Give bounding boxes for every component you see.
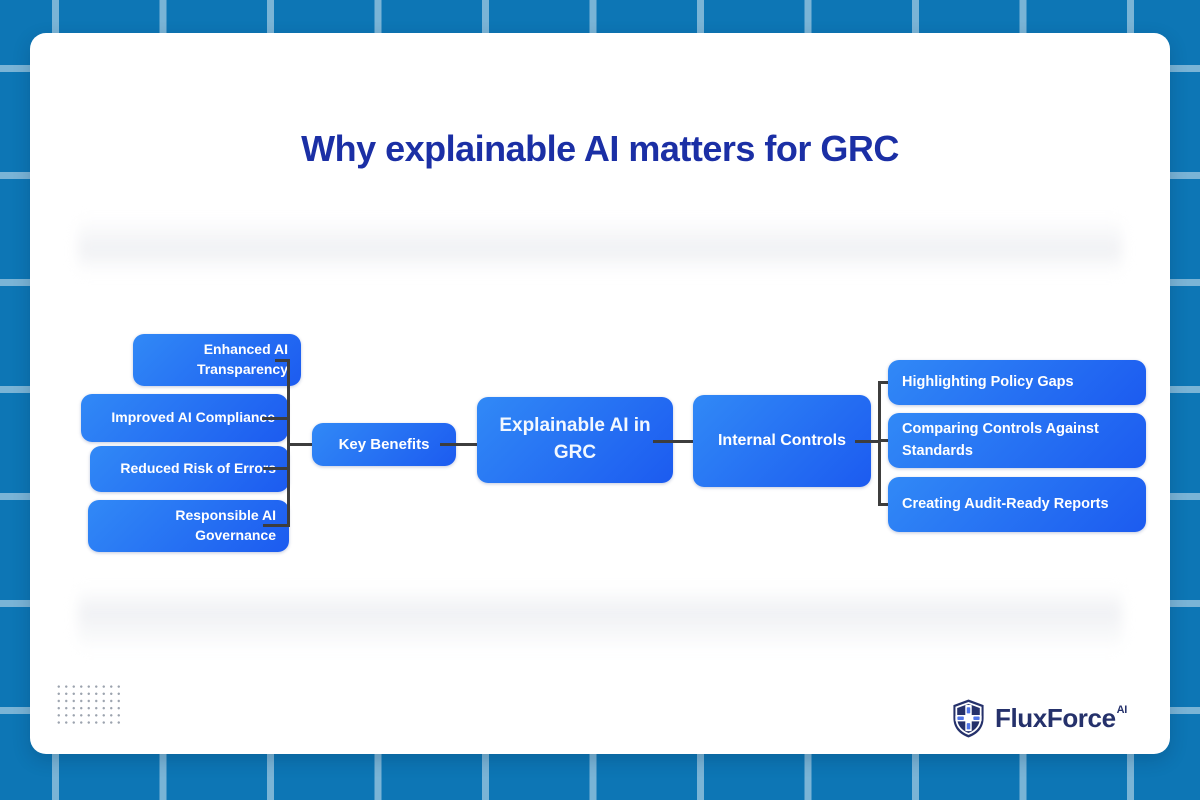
benefit-node-responsible-ai-governance: Responsible AI Governance <box>88 500 289 552</box>
node-label: Responsible AI Governance <box>175 507 276 543</box>
node-label: Improved AI Compliance <box>111 409 275 426</box>
benefit-node-enhanced-ai-transparency: Enhanced AI Transparency <box>133 334 301 386</box>
connector-line <box>855 440 880 443</box>
brand-wordmark: FluxForce AI <box>995 703 1127 734</box>
control-node-highlighting-policy-gaps: Highlighting Policy Gaps <box>888 360 1146 405</box>
connector-line <box>440 443 477 446</box>
node-label: Highlighting Policy Gaps <box>902 373 1074 390</box>
hub-node-internal-controls: Internal Controls <box>693 395 871 487</box>
benefit-node-reduced-risk-of-errors: Reduced Risk of Errors <box>90 446 289 492</box>
control-node-comparing-controls: Comparing Controls Against Standards <box>888 413 1146 468</box>
shield-icon <box>950 698 987 739</box>
connector-line <box>263 524 289 527</box>
node-label: Enhanced AI Transparency <box>196 341 288 377</box>
dot-grid-pattern <box>55 683 123 726</box>
node-label: Creating Audit-Ready Reports <box>902 495 1109 512</box>
connector-line <box>263 467 289 470</box>
node-label: Key Benefits <box>338 436 430 453</box>
connector-line <box>878 439 888 442</box>
control-node-audit-ready-reports: Creating Audit-Ready Reports <box>888 477 1146 532</box>
connector-line <box>275 359 289 362</box>
brand-logo: FluxForce AI <box>950 698 1127 739</box>
connector-line <box>287 443 312 446</box>
connector-line <box>878 381 888 384</box>
page-title: Why explainable AI matters for GRC <box>301 128 899 169</box>
connector-line <box>653 440 693 443</box>
node-label: Explainable AI in GRC <box>499 415 651 463</box>
connector-line <box>878 503 888 506</box>
connector-line <box>262 417 289 420</box>
node-label: Internal Controls <box>717 431 846 449</box>
center-node-explainable-ai-in-grc: Explainable AI in GRC <box>477 397 673 483</box>
brand-name: FluxForce <box>995 703 1116 733</box>
node-label: Reduced Risk of Errors <box>120 460 276 477</box>
benefit-node-improved-ai-compliance: Improved AI Compliance <box>81 394 288 442</box>
brand-suffix: AI <box>1116 704 1128 716</box>
connector-line <box>878 381 881 506</box>
node-label: Comparing Controls Against Standards <box>902 421 1099 459</box>
hub-node-key-benefits: Key Benefits <box>312 423 456 466</box>
